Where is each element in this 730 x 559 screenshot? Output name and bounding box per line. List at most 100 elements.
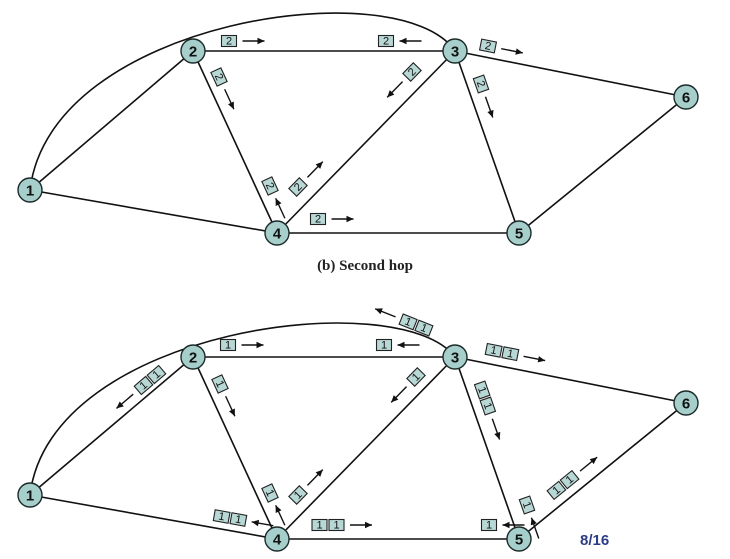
packet-box [133, 375, 154, 396]
node-circle [17, 482, 43, 508]
packet-label: 1 [489, 344, 497, 357]
hop3-packet-3-2: 1 [375, 338, 420, 352]
hop3-link-1-4 [29, 494, 278, 540]
packet-label: 1 [217, 511, 225, 524]
hop2-node-4: 4 [264, 220, 290, 246]
packet-box [398, 313, 418, 331]
packet-label: 1 [481, 401, 494, 411]
hop3-packet-4-2: 1 [261, 483, 286, 526]
node-label: 3 [451, 350, 459, 367]
arrow-head [365, 521, 372, 529]
packet-label: 2 [212, 72, 225, 83]
hop2-packet-2-3: 2 [220, 34, 265, 48]
arrow-head [487, 109, 494, 118]
hop2-packet-3-5: 2 [472, 74, 494, 118]
hop2-link-1-3 [29, 12, 456, 191]
hop2-node-6: 6 [673, 84, 699, 110]
packet-box [480, 518, 498, 532]
node-circle [673, 390, 699, 416]
node-circle [506, 526, 532, 552]
node-circle [180, 344, 206, 370]
packet-box [406, 367, 426, 387]
node-label: 2 [189, 44, 197, 61]
page-number: 8/16 [580, 532, 610, 549]
packet-box [375, 338, 393, 352]
packet-label: 1 [520, 500, 533, 510]
packet-box [472, 74, 490, 94]
packet-box [261, 176, 279, 196]
hop2-link-1-4 [29, 189, 278, 234]
packet-label: 1 [333, 520, 339, 532]
hop2-link-3-5 [454, 50, 520, 234]
packet-box [288, 485, 308, 505]
node-label: 4 [273, 532, 282, 549]
arrow-head [315, 469, 323, 477]
packet-box [501, 346, 520, 362]
hop2-node-1: 1 [17, 177, 43, 203]
packet-box [219, 338, 237, 352]
packet-box [518, 495, 536, 515]
hop3-node-6: 6 [673, 390, 699, 416]
hop3-node-1: 1 [17, 482, 43, 508]
packet-label: 1 [506, 348, 514, 361]
hop2-packet-2-4: 2 [210, 67, 235, 110]
packet-label: 1 [225, 340, 231, 352]
hop2-node-2: 2 [180, 38, 206, 64]
node-label: 6 [682, 90, 690, 107]
hop2-link-3-4 [276, 50, 456, 234]
node-circle [180, 38, 206, 64]
hop2-packet-4-5: 2 [309, 212, 354, 226]
hop3-packet-3-5: 11 [473, 380, 501, 440]
packet-box [559, 469, 580, 490]
packet-label: 2 [226, 36, 232, 48]
packet-label: 2 [474, 79, 487, 89]
node-label: 6 [682, 396, 690, 413]
hop2-link-5-6 [518, 96, 687, 234]
hop2-link-1-2 [29, 50, 194, 191]
node-circle [17, 177, 43, 203]
hop3-link-3-4 [276, 356, 456, 540]
arrow-head [346, 215, 354, 223]
packet-label: 1 [381, 340, 387, 352]
arrow-head [275, 198, 282, 206]
hop3-packet-4-3: 1 [288, 469, 324, 505]
node-label: 2 [189, 350, 197, 367]
hop2-node-5: 5 [506, 220, 532, 246]
packet-label: 2 [263, 181, 276, 192]
hop2-packet-3-4: 2 [386, 62, 422, 98]
node-label: 3 [451, 44, 459, 61]
arrow-head [256, 341, 264, 349]
links-layer [29, 12, 687, 540]
packet-label: 1 [213, 379, 226, 390]
figure-caption: (b) Second hop [317, 258, 413, 274]
arrow-head [391, 395, 399, 403]
packet-box [377, 34, 395, 48]
hop3-link-1-2 [29, 356, 194, 496]
packet-box [473, 380, 491, 400]
hop3-packet-5-6: 11 [546, 456, 598, 501]
hop2-packet-4-2: 2 [261, 176, 286, 219]
arrow-head [275, 505, 282, 513]
packet-box [220, 34, 238, 48]
node-circle [264, 220, 290, 246]
packet-box [414, 319, 434, 337]
hop3-link-2-4 [192, 356, 278, 540]
hop2-link-3-6 [454, 50, 687, 98]
packet-box [546, 480, 567, 501]
arrow-head [251, 519, 260, 527]
hop2-packet-3-6: 2 [478, 38, 523, 55]
node-circle [442, 344, 468, 370]
packet-box [229, 512, 248, 527]
packet-box [288, 177, 308, 197]
hop3-link-1-3 [29, 322, 456, 496]
node-circle [442, 38, 468, 64]
packet-box [402, 62, 422, 82]
node-label: 1 [26, 488, 34, 505]
packet-label: 1 [234, 514, 242, 527]
hop3-link-3-6 [454, 356, 687, 404]
hop3-packet-5-4: 1 [480, 518, 525, 532]
arrow-head [375, 308, 383, 315]
packet-box [146, 364, 167, 385]
packet-box [478, 38, 498, 54]
